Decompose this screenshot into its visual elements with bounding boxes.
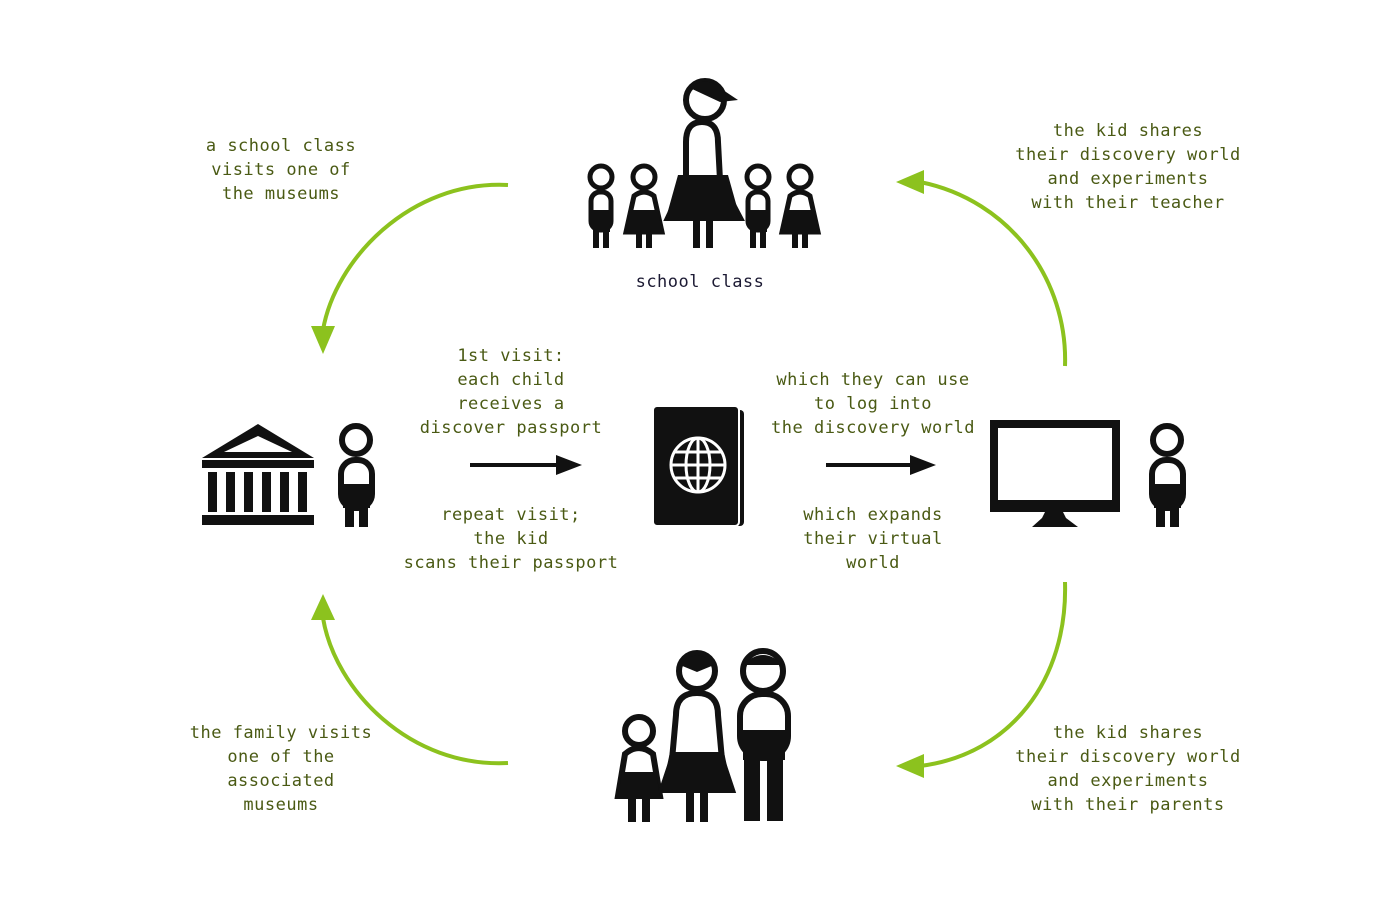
label-family-visits: the family visits one of the associated … — [189, 723, 373, 815]
museum-building-icon — [202, 424, 314, 525]
school-class-icon — [587, 78, 822, 248]
arrow-school-to-museum-head — [311, 326, 335, 354]
arrow-school-to-museum — [321, 182, 509, 331]
child-icon — [338, 423, 375, 527]
school-class-label: school class — [635, 272, 765, 292]
arrow-computer-to-school — [919, 180, 1068, 367]
label-school-visits: a school class visits one of the museums — [205, 136, 357, 204]
arrow-passport-to-computer-head — [910, 455, 936, 475]
label-shares-teacher: the kid shares their discovery world and… — [1015, 121, 1241, 213]
passport-icon — [652, 405, 744, 527]
arrow-family-to-museum — [321, 617, 509, 766]
child-icon — [1149, 423, 1186, 527]
arrow-computer-to-family — [919, 581, 1068, 768]
arrow-computer-to-school-head — [896, 170, 924, 194]
label-shares-parents: the kid shares their discovery world and… — [1015, 723, 1241, 815]
label-repeat-visit: repeat visit; the kid scans their passpo… — [403, 505, 619, 573]
arrow-museum-to-passport-head — [556, 455, 582, 475]
label-expands: which expands their virtual world — [803, 505, 943, 573]
family-icon — [614, 648, 791, 822]
computer-monitor-icon — [990, 420, 1120, 527]
arrow-family-to-museum-head — [311, 594, 335, 620]
label-first-visit: 1st visit: each child receives a discove… — [419, 346, 603, 438]
label-log-into: which they can use to log into the disco… — [771, 370, 975, 438]
arrow-computer-to-family-head — [896, 754, 924, 778]
